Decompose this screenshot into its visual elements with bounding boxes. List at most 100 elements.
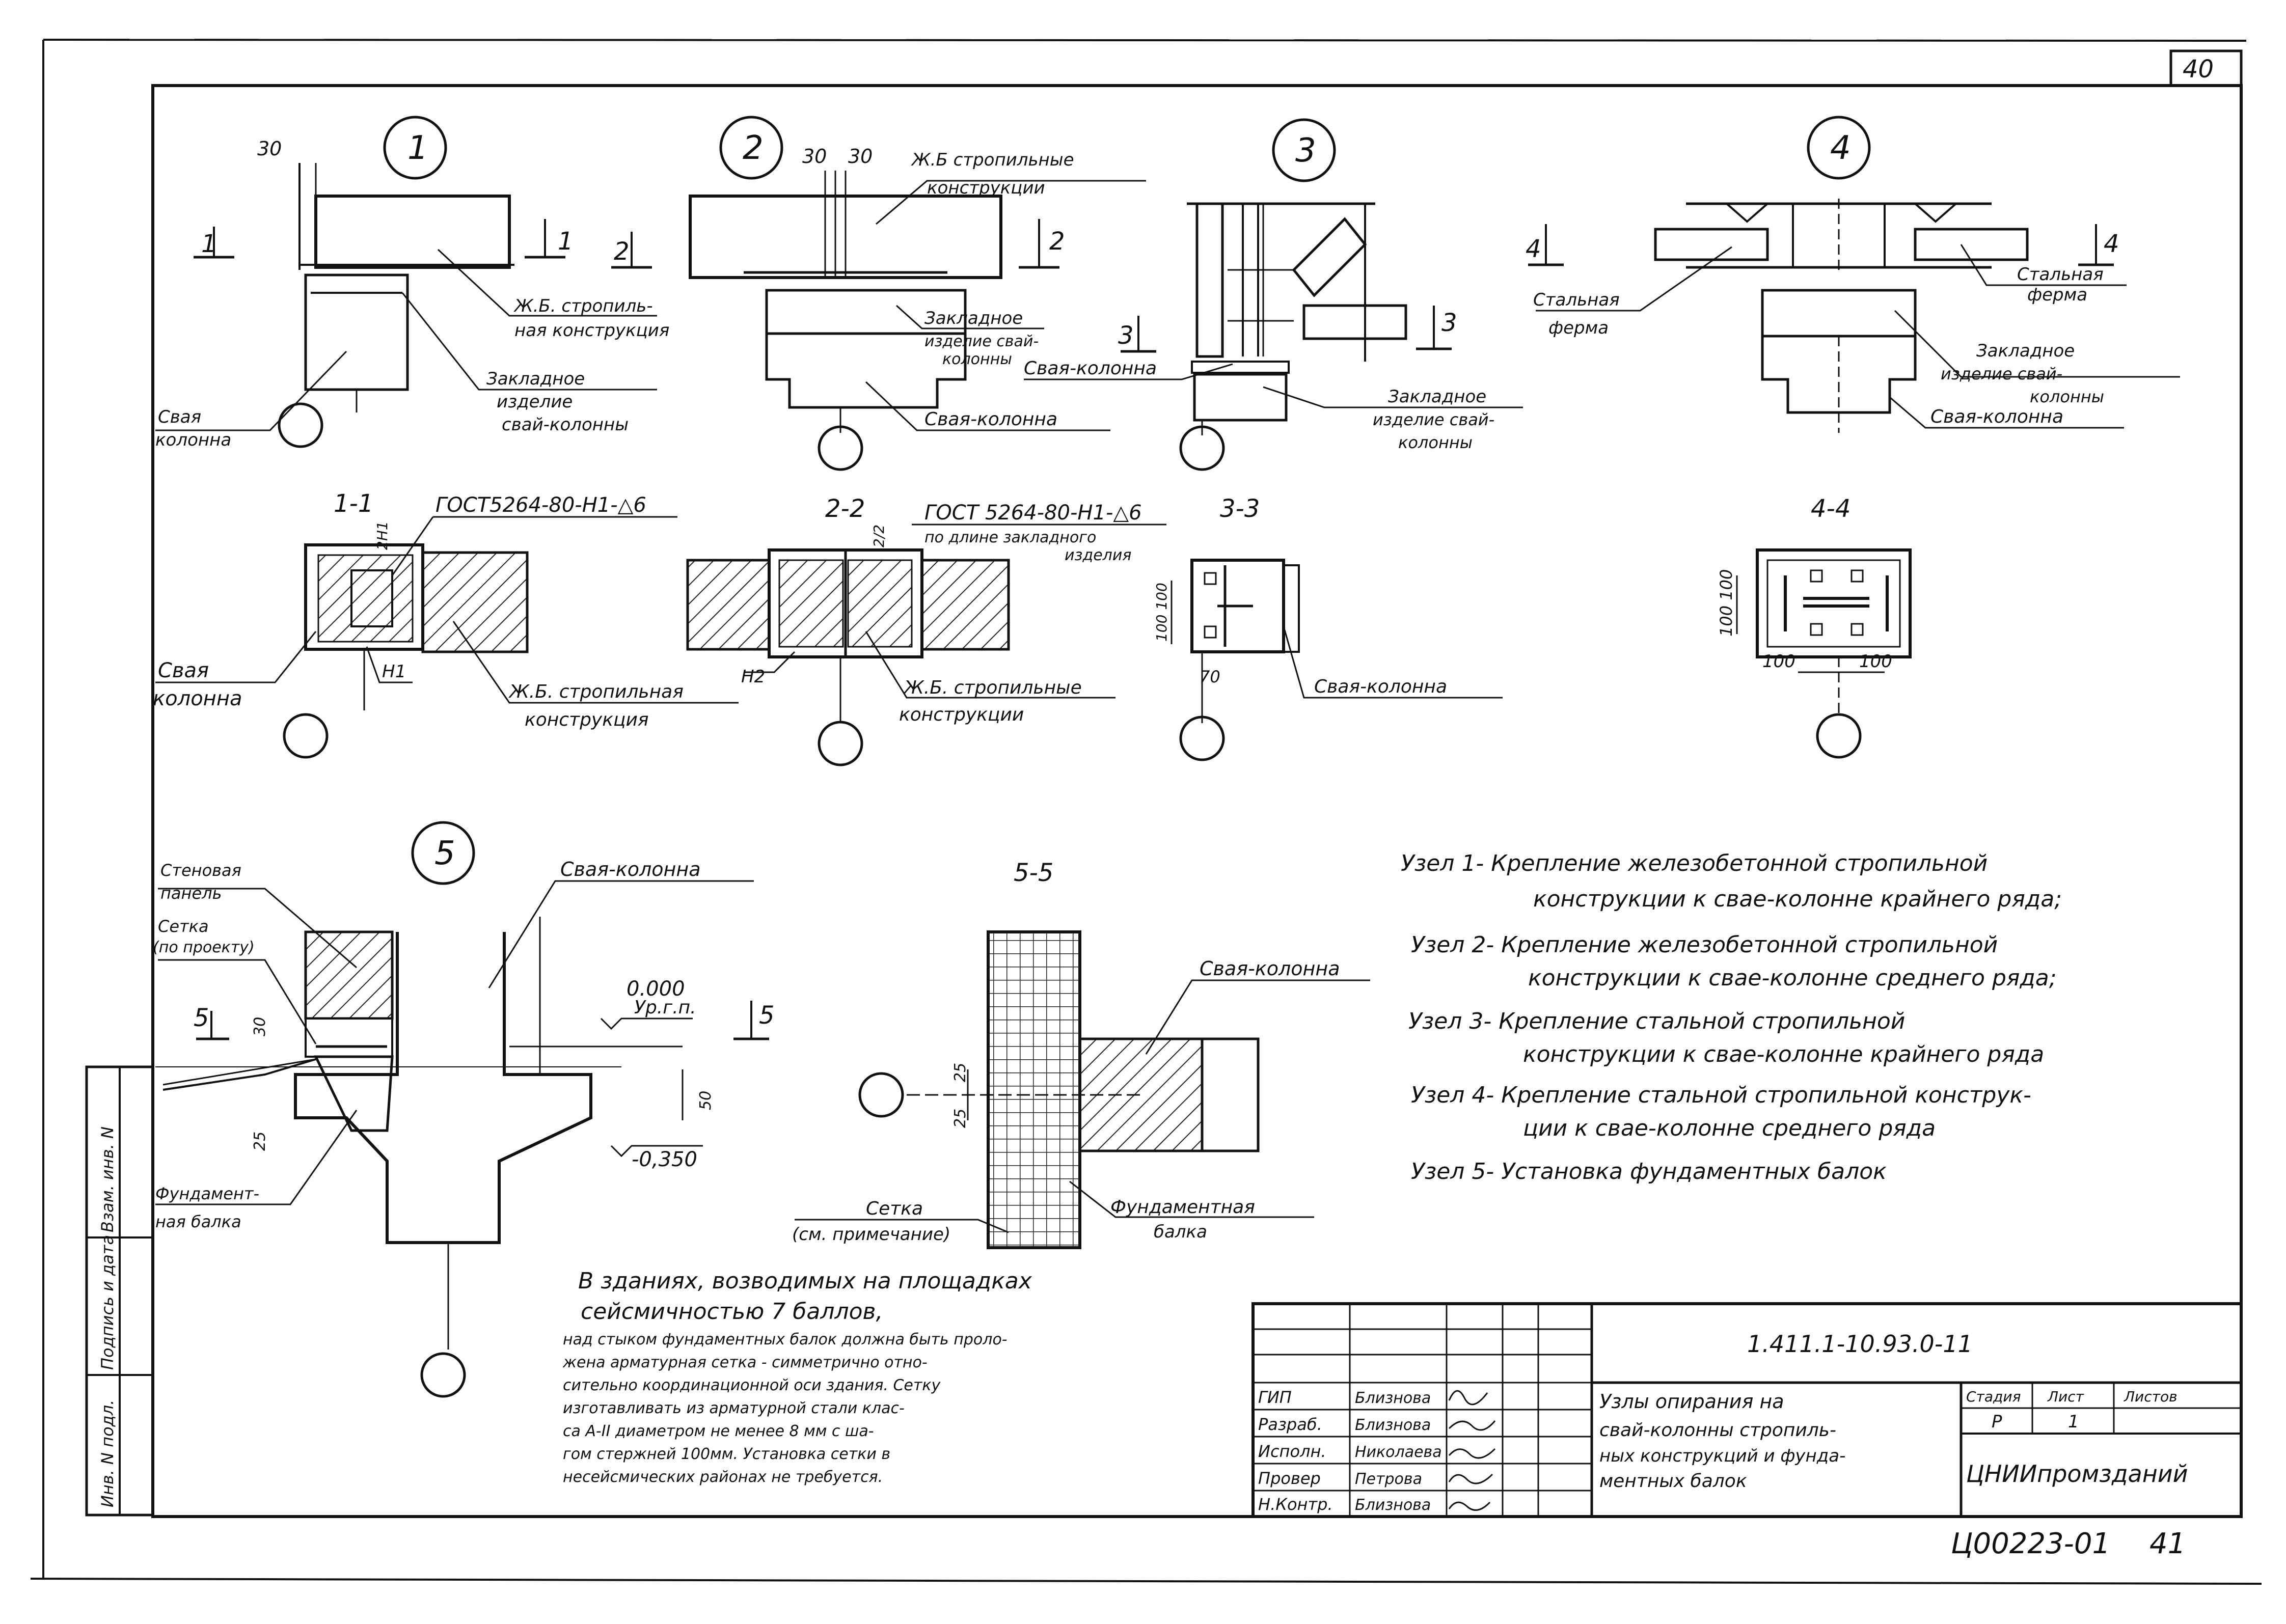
node-2-dim-30a: 30 [802, 145, 827, 168]
node-4-truss-left-2: ферма [1548, 318, 1609, 338]
section-5-5: 5-5 25 25 Свая-колонна Сетка (см. примеч… [792, 859, 1370, 1249]
note: В зданиях, возводимых на площадках сейсм… [562, 1268, 1032, 1486]
section-2-2-beam-1: Ж.Б. стропильные [903, 677, 1082, 698]
note-line-4: жена арматурная сетка - симметрично отно… [562, 1354, 928, 1371]
section-2-2-weld-note-2: изделия [1065, 546, 1131, 564]
node-1-column-label-2: колонна [155, 430, 231, 450]
node-5-mesh-1: Сетка [158, 917, 209, 936]
title-block-stage: Р [1992, 1412, 2002, 1432]
stamp-inv-label: Инв. N подл. [98, 1400, 117, 1507]
node-4-embed-label-2: изделие свай- [1941, 364, 2062, 383]
legend-item-1-line-2: конструкции к свае-колонне крайнего ряда… [1533, 886, 2062, 912]
note-line-8: гом стержней 100мм. Установка сетки в [563, 1445, 890, 1463]
stamp-replace-label: Взам. инв. N [98, 1126, 117, 1232]
legend: Узел 1- Крепление железобетонной стропил… [1401, 850, 2062, 1185]
outer-frame [30, 39, 2262, 1585]
section-5-5-mesh-2: (см. примечание) [792, 1224, 950, 1245]
node-5-panel-1: Стеновая [160, 861, 241, 880]
legend-item-3-line-1: Узел 3- Крепление стальной стропильной [1408, 1008, 1905, 1034]
node-1-beam-label-1: Ж.Б. стропиль- [513, 296, 653, 316]
title-block-role-2: Разраб. [1258, 1415, 1322, 1434]
section-5-5-dim-b: 25 [951, 1109, 969, 1128]
section-5-5-title: 5-5 [1014, 859, 1053, 887]
node-2-embed-label-1: Закладное [924, 308, 1023, 328]
note-line-5: сительно координационной оси здания. Сет… [563, 1377, 941, 1394]
node-2-section-left: 2 [614, 237, 630, 266]
node-2-section-right: 2 [1049, 227, 1065, 256]
note-line-9: несейсмических районах не требуется. [563, 1468, 883, 1486]
legend-item-4-line-1: Узел 4- Крепление стальной стропильной к… [1411, 1082, 2031, 1108]
page-number-bottom: 41 [2149, 1527, 2186, 1560]
title-block-sheet: 1 [2068, 1412, 2079, 1432]
title-block-name-2: Близнова [1355, 1416, 1431, 1434]
section-3-3-dim-side: 100 100 [1153, 583, 1170, 642]
node-3-number: 3 [1295, 132, 1316, 170]
node-5-column-label: Свая-колонна [560, 858, 701, 880]
node-2-embed-label-2: изделие свай- [924, 333, 1039, 350]
note-line-2: сейсмичностью 7 баллов, [581, 1299, 883, 1325]
title-block-role-1: ГИП [1258, 1388, 1292, 1407]
title-block-name-4: Петрова [1355, 1470, 1422, 1488]
node-1-dim-30: 30 [257, 137, 282, 160]
node-3-embed-label-3: колонны [1398, 433, 1473, 452]
section-3-3-title: 3-3 [1220, 494, 1260, 523]
node-5-dim-50: 50 [697, 1091, 715, 1110]
node-4-truss-right-2: ферма [2027, 285, 2087, 305]
title-block-sheets-label: Листов [2124, 1388, 2178, 1405]
node-5-dim-25: 25 [251, 1132, 269, 1151]
section-1-1: 1-1 ГОСТ5264-80-Н1-△6 2Н1 Н1 Свая колонн… [153, 489, 739, 759]
archive-code: Ц00223-01 [1951, 1527, 2110, 1560]
section-1-1-beam-1: Ж.Б. стропильная [508, 681, 684, 702]
section-4-4-title: 4-4 [1811, 494, 1850, 523]
node-5-level-bottom: -0,350 [632, 1148, 697, 1171]
title-block-name-3: Николаева [1355, 1443, 1442, 1461]
section-1-1-column-1: Свая [158, 659, 209, 682]
section-1-1-weld-tag: Н1 [382, 662, 406, 682]
title-block-role-4: Провер [1258, 1469, 1321, 1488]
section-2-2-weld-leg: 2/2 [870, 525, 887, 547]
node-5-level-ground: Ур.г.п. [634, 997, 696, 1018]
node-4-truss-left-1: Стальная [1533, 290, 1620, 310]
node-4-column-label: Свая-колонна [1930, 406, 2063, 427]
title-block-sheet-label: Лист [2047, 1388, 2084, 1405]
node-5-panel-2: панель [160, 884, 222, 903]
node-2-beam-label-1: Ж.Б стропильные [911, 150, 1074, 170]
node-1-section-right: 1 [558, 227, 574, 256]
node-5-section-right: 5 [759, 1001, 775, 1030]
node-3: 3 3 3 Свая-колонна Закладное изделие сва… [1024, 118, 1523, 471]
node-2-dim-30b: 30 [848, 145, 873, 168]
legend-item-5-line-1: Узел 5- Установка фундаментных балок [1411, 1159, 1887, 1185]
section-1-1-title: 1-1 [334, 489, 373, 518]
node-4-embed-label-1: Закладное [1976, 341, 2075, 361]
section-2-2-weld: ГОСТ 5264-80-Н1-△6 [924, 501, 1142, 525]
node-1-beam-label-2: ная конструкция [514, 320, 669, 341]
node-3-embed-label-2: изделие свай- [1373, 410, 1494, 429]
node-1-column-label-1: Свая [158, 407, 201, 427]
note-line-3: над стыком фундаментных балок должна быт… [563, 1331, 1008, 1348]
section-4-4-dim-left: 100 [1762, 651, 1795, 672]
legend-item-4-line-2: ции к свае-колонне среднего ряда [1523, 1115, 1936, 1141]
node-4-section-left: 4 [1526, 235, 1541, 263]
section-3-3-dim-bottom: 70 [1200, 667, 1220, 686]
legend-item-2-line-1: Узел 2- Крепление железобетонной стропил… [1411, 932, 1998, 958]
section-3-3: 3-3 100 100 70 Свая-колонна [1153, 494, 1503, 761]
section-2-2-weld-tag: Н2 [741, 667, 765, 687]
node-4: 4 4 4 Стальная ферма Стальная ферма Закл… [1526, 116, 2180, 433]
title-block-role-5: Н.Контр. [1258, 1495, 1333, 1514]
node-5-mesh-2: (по проекту) [153, 939, 255, 956]
node-5: 5 0.000 Ур.г.п. -0,350 50 30 25 5 5 [153, 821, 775, 1398]
node-2: 2 30 30 2 2 Ж.Б стропильные конструкции … [611, 116, 1146, 471]
section-5-5-beam-1: Фундаментная [1110, 1197, 1255, 1218]
title-block-title-4: ментных балок [1599, 1471, 1747, 1492]
section-1-1-column-2: колонна [153, 687, 242, 710]
legend-item-1-line-1: Узел 1- Крепление железобетонной стропил… [1401, 850, 1988, 876]
node-5-section-left: 5 [194, 1004, 209, 1032]
node-4-section-right: 4 [2104, 230, 2119, 258]
node-5-level-top: 0.000 [627, 977, 685, 1001]
section-4-4-dim-side: 100 100 [1717, 569, 1736, 637]
title-block-name-5: Близнова [1355, 1496, 1431, 1514]
section-1-1-weld: ГОСТ5264-80-Н1-△6 [436, 493, 646, 517]
side-stamp: Инв. N подл. Подпись и дата Взам. инв. N [85, 1065, 154, 1517]
node-3-section-right: 3 [1441, 309, 1457, 337]
node-1-embed-label-1: Закладное [486, 369, 585, 389]
